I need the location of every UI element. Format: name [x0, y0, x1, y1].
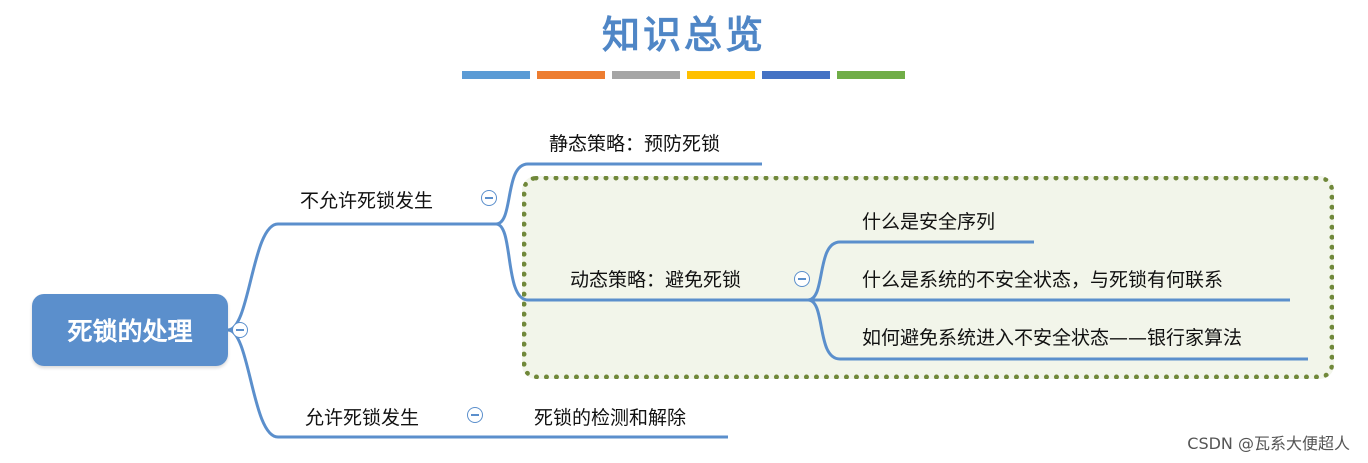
node-safe-sequence[interactable]: 什么是安全序列 [862, 211, 996, 233]
color-bar-6 [837, 71, 905, 79]
root-node[interactable]: 死锁的处理 [32, 294, 228, 366]
author-credit: CSDN @瓦系大便超人 [1187, 434, 1350, 453]
color-bar-1 [462, 71, 530, 79]
root-node-label: 死锁的处理 [67, 317, 193, 346]
node-detect-and-recover[interactable]: 死锁的检测和解除 [534, 407, 687, 429]
color-bar-3 [612, 71, 680, 79]
root-collapse-icon[interactable] [232, 322, 248, 338]
node-unsafe-state[interactable]: 什么是系统的不安全状态，与死锁有何联系 [862, 269, 1224, 291]
node-allow-deadlock[interactable]: 允许死锁发生 [305, 407, 420, 429]
dynamic-collapse-icon[interactable] [794, 271, 810, 287]
dynamic-strategy-group-box [522, 176, 1334, 379]
color-bar-2 [537, 71, 605, 79]
connector-prevent-static [470, 162, 762, 226]
prevent-collapse-icon[interactable] [481, 190, 497, 206]
node-static-strategy[interactable]: 静态策略：预防死锁 [549, 133, 721, 155]
page-title: 知识总览 [601, 12, 766, 57]
node-prevent-deadlock[interactable]: 不允许死锁发生 [300, 190, 434, 212]
node-dynamic-strategy[interactable]: 动态策略：避免死锁 [570, 269, 742, 291]
connector-dynamic-avoid [786, 298, 1308, 361]
connector-prevent-dynamic [470, 222, 786, 302]
node-bankers-algorithm[interactable]: 如何避免系统进入不安全状态——银行家算法 [862, 327, 1243, 349]
connector-root-prevent [227, 222, 470, 332]
allow-collapse-icon[interactable] [467, 407, 483, 423]
color-bar-5 [762, 71, 830, 79]
color-bar-4 [687, 71, 755, 79]
